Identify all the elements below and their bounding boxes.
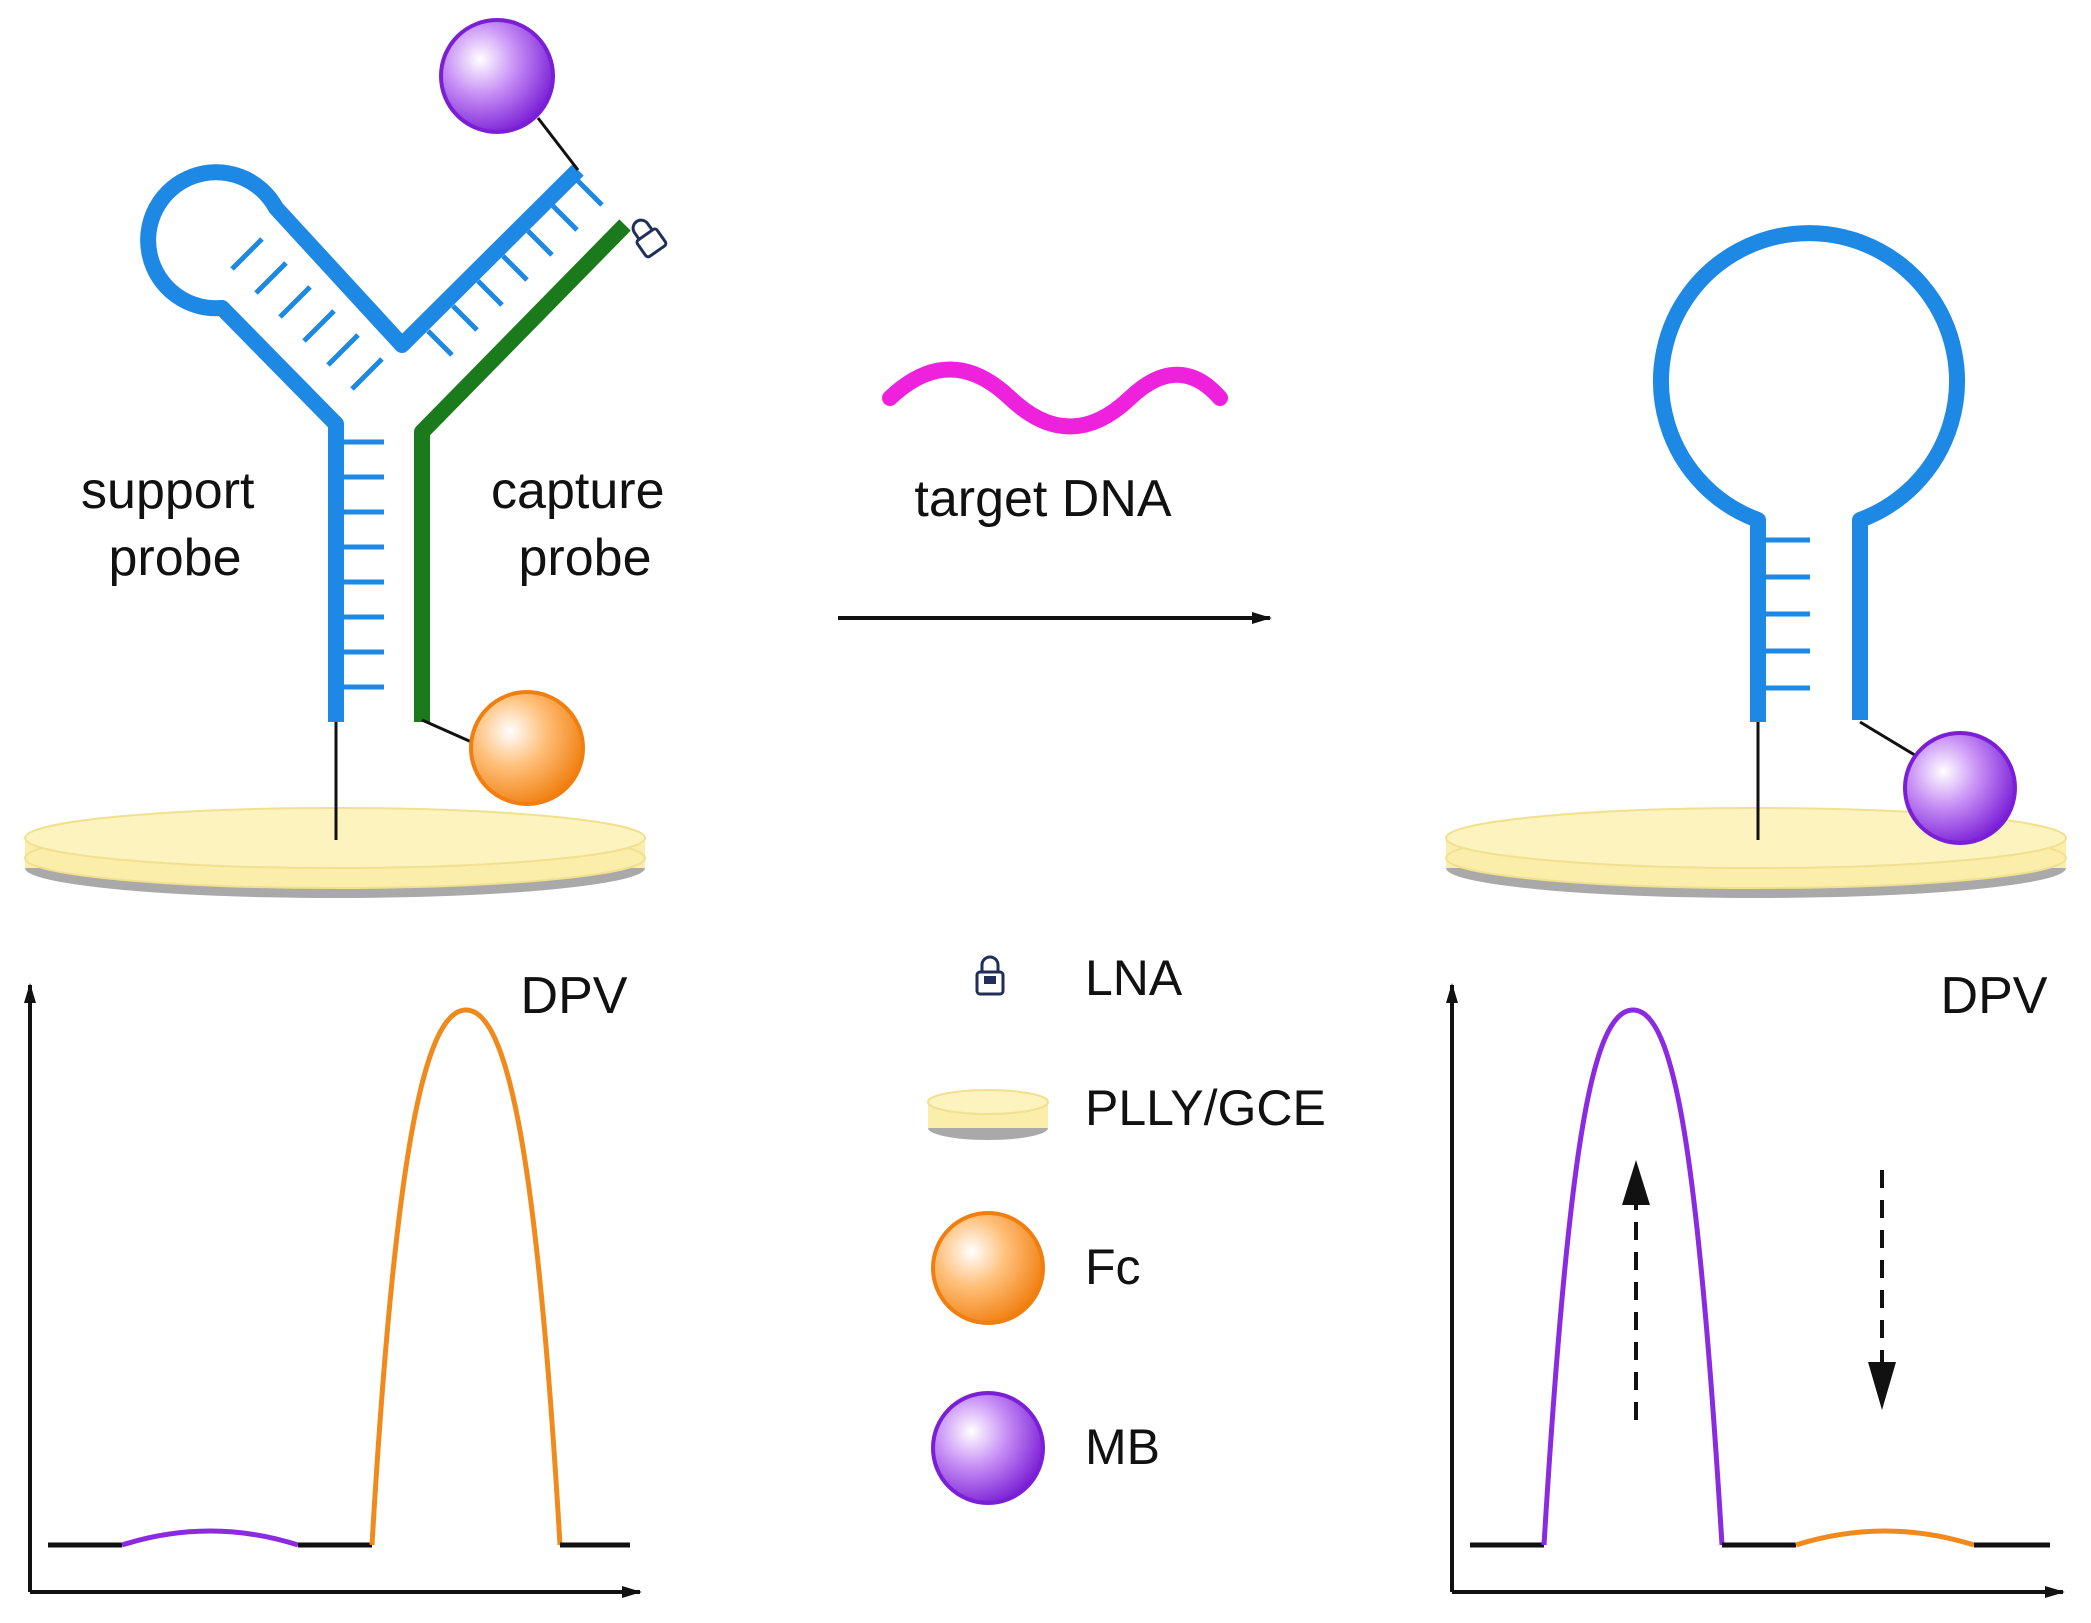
support-probe-strand [140, 164, 584, 722]
lock-icon [631, 218, 668, 259]
support-probe-ticks [230, 179, 604, 690]
legend-fc-icon [931, 1211, 1045, 1325]
dpv-right-axes [1446, 983, 2065, 1598]
legend-lock-icon [975, 955, 1005, 996]
mb-linker-left [536, 117, 580, 171]
legend-fc-label: Fc [1085, 1239, 1141, 1295]
dpv-left-trace [48, 1007, 630, 1548]
arrow-up-dashed-icon [1622, 1160, 1650, 1420]
hairpin-ticks [1766, 537, 1810, 691]
dpv-left-label: DPV [521, 967, 628, 1025]
target-dna-label: target DNA [914, 470, 1172, 528]
mb-ball-right [1903, 731, 2017, 845]
mb-ball-left [439, 18, 555, 134]
legend: LNA PLLY/GCE Fc MB [927, 950, 1326, 1505]
capture-probe-strand [414, 219, 631, 722]
dpv-left-axes [24, 983, 642, 1598]
legend-mb-icon [931, 1391, 1045, 1505]
legend-electrode-icon [927, 1089, 1049, 1140]
hairpin-strand [1653, 225, 1965, 722]
dpv-right-trace [1470, 1007, 2050, 1548]
left-electrode [24, 807, 646, 898]
dpv-right-label: DPV [1941, 967, 2048, 1025]
legend-electrode-label: PLLY/GCE [1085, 1080, 1326, 1136]
legend-lna-label: LNA [1085, 950, 1183, 1006]
fc-ball-left [469, 690, 585, 806]
support-probe-label: support probe [81, 462, 269, 587]
right-electrode [1445, 807, 2067, 898]
legend-mb-label: MB [1085, 1419, 1160, 1475]
capture-probe-label: capture probe [491, 462, 679, 587]
arrow-down-dashed-icon [1868, 1170, 1896, 1410]
mb-linker-right [1859, 720, 1919, 759]
fc-linker-left [421, 718, 477, 746]
target-dna-strand [882, 361, 1228, 435]
